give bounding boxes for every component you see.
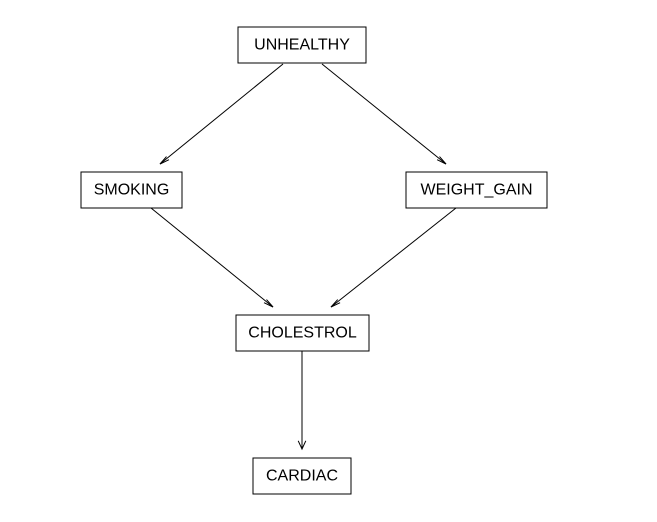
arrowhead-icon: [330, 299, 341, 308]
node-label-cardiac: CARDIAC: [266, 468, 338, 485]
edges-layer: [150, 63, 457, 451]
node-cholestrol: CHOLESTROL: [235, 314, 370, 352]
edge-cholestrol-to-cardiac: [297, 351, 307, 451]
node-label-smoking: SMOKING: [94, 182, 170, 199]
node-unhealthy: UNHEALTHY: [237, 26, 367, 64]
arrowhead-icon: [263, 299, 274, 308]
node-label-weight-gain: WEIGHT_GAIN: [420, 182, 532, 199]
arrowhead-icon: [436, 156, 447, 165]
edge-unhealthy-to-smoking: [159, 63, 284, 165]
edge-weight-gain-to-cholestrol: [330, 207, 457, 308]
node-label-unhealthy: UNHEALTHY: [254, 37, 350, 54]
node-weight-gain: WEIGHT_GAIN: [405, 171, 548, 209]
edge-unhealthy-to-weight-gain: [321, 63, 447, 165]
node-cardiac: CARDIAC: [252, 457, 352, 495]
node-smoking: SMOKING: [80, 171, 183, 209]
arrowhead-icon: [159, 156, 170, 165]
node-label-cholestrol: CHOLESTROL: [248, 325, 357, 342]
nodes-layer: UNHEALTHY SMOKING WEIGHT_GAIN CHOLESTROL…: [80, 26, 548, 495]
edge-smoking-to-cholestrol: [150, 207, 274, 308]
arrowhead-icon: [297, 440, 307, 451]
